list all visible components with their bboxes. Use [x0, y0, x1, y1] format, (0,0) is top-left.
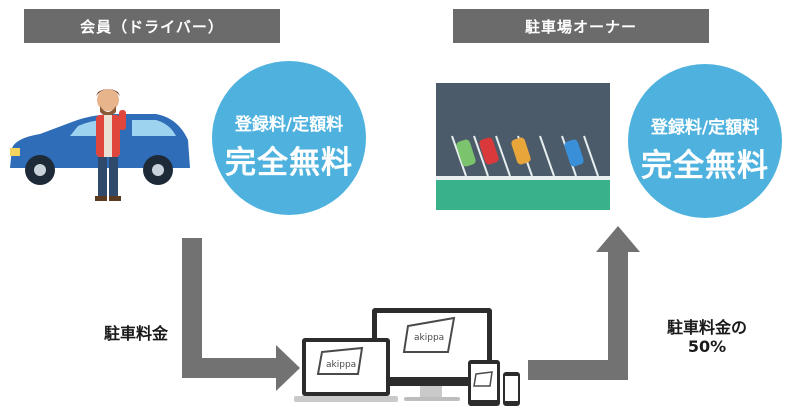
owner-fee-line2: 完全無料 — [641, 148, 769, 184]
driver-header: 会員（ドライバー） — [24, 9, 280, 43]
owner-fee-circle: 登録料/定額料 完全無料 — [628, 64, 782, 218]
laptop-logo-text: akippa — [326, 360, 356, 370]
parking-lot-illustration — [436, 83, 610, 210]
devices-illustration — [294, 308, 520, 406]
owner-share-line2: 50% — [687, 337, 727, 356]
payment-arrow-right — [528, 226, 640, 380]
monitor-logo-text: akippa — [414, 333, 444, 343]
owner-header-label: 駐車場オーナー — [524, 17, 637, 36]
payment-arrow-left — [182, 238, 300, 391]
driver-person — [95, 89, 126, 201]
parking-fee-label: 駐車料金 — [103, 324, 168, 343]
owner-header: 駐車場オーナー — [453, 9, 709, 43]
owner-share-line1: 駐車料金の — [666, 318, 747, 337]
driver-fee-line2: 完全無料 — [225, 145, 353, 181]
owner-share-label: 駐車料金の 50% — [632, 318, 782, 356]
owner-fee-line1: 登録料/定額料 — [650, 118, 760, 138]
driver-header-label: 会員（ドライバー） — [80, 17, 224, 36]
driver-fee-circle: 登録料/定額料 完全無料 — [212, 61, 366, 215]
driver-fee-line1: 登録料/定額料 — [234, 115, 344, 135]
